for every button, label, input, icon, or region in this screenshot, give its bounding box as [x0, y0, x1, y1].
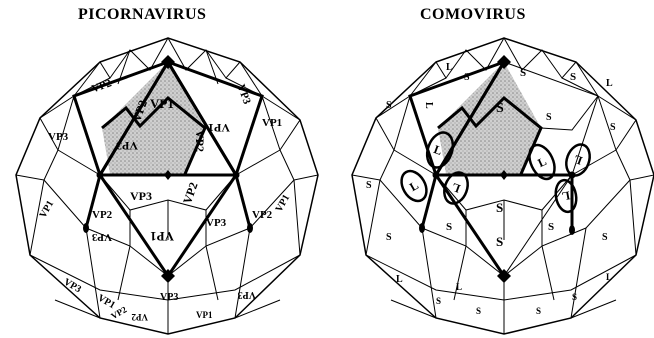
- picornavirus-capsid: VP1 VP3 VP2 VP2 VP3 VP2 VP1 VP3 VP1 VP3 …: [16, 38, 318, 334]
- s-label: S: [436, 296, 441, 306]
- vp3-label: VP3: [48, 131, 69, 143]
- s-label: S: [536, 306, 541, 316]
- s-label: S: [446, 221, 452, 233]
- threefold-axis-marker: [97, 172, 104, 179]
- vp2-label: VP2: [193, 130, 207, 152]
- l-label: L: [606, 78, 613, 89]
- s-label: S: [386, 100, 392, 111]
- s-label: S: [546, 112, 552, 123]
- twofold-axis-marker: [83, 223, 89, 233]
- l-label: L: [456, 282, 462, 292]
- s-label: S: [366, 180, 372, 191]
- vp1-label: VP1: [150, 96, 174, 111]
- vp1-label: VP1: [208, 121, 230, 135]
- vp1-label: VP1: [262, 117, 282, 129]
- vp3-label: VP3: [91, 231, 112, 243]
- vp3-label: VP3: [206, 217, 227, 229]
- s-label: S: [464, 72, 470, 83]
- l-label: L: [446, 62, 453, 73]
- threefold-axis-marker: [569, 172, 576, 179]
- vp3-label: VP3: [130, 189, 152, 203]
- vp3-label: VP3: [160, 292, 178, 303]
- s-label: S: [476, 306, 481, 316]
- vp3-label: VP3: [238, 289, 256, 300]
- s-label: S: [610, 122, 616, 133]
- vp1-label: VP1: [196, 310, 213, 320]
- comovirus-capsid: S L L L L L L S S L L S S L S S S S S S: [352, 38, 654, 334]
- s-label: S: [386, 232, 392, 243]
- s-label: S: [548, 221, 554, 233]
- s-label: S: [572, 292, 577, 302]
- vp2-label: VP2: [92, 209, 113, 221]
- threefold-axis-marker: [233, 172, 240, 179]
- twofold-axis-marker: [419, 223, 425, 233]
- s-label: S: [496, 101, 504, 116]
- l-label: L: [606, 272, 612, 282]
- threefold-axis-marker: [433, 172, 440, 179]
- vp2-label: VP2: [131, 312, 148, 322]
- s-label: S: [496, 234, 503, 249]
- s-label: S: [520, 67, 526, 79]
- vp3-label: VP3: [116, 139, 138, 153]
- s-label: S: [570, 71, 576, 83]
- l-label: L: [396, 274, 403, 285]
- s-label: S: [496, 200, 503, 215]
- twofold-axis-marker: [569, 225, 575, 235]
- s-label: S: [602, 232, 608, 243]
- l-label: L: [423, 102, 434, 109]
- vp1-label: VP1: [150, 229, 174, 244]
- vp2-label: VP2: [252, 209, 273, 221]
- twofold-axis-marker: [247, 223, 253, 233]
